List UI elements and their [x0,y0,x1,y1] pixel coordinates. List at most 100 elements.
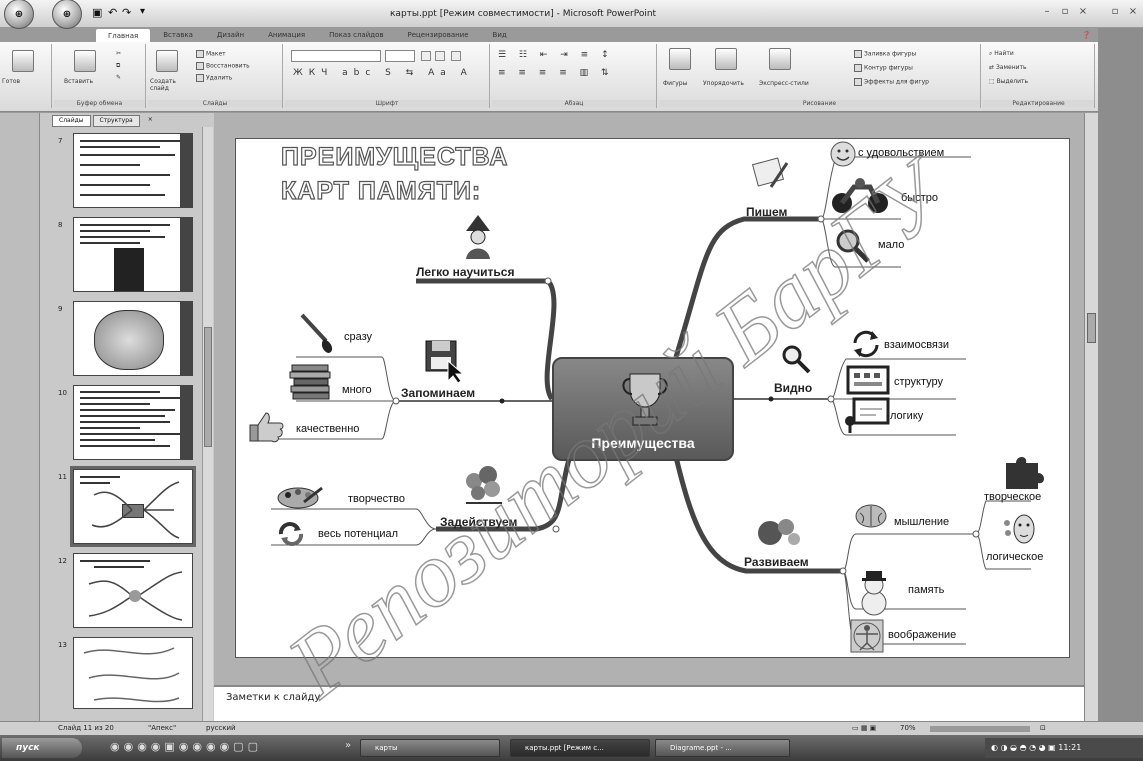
redo-icon[interactable]: ↷ [122,6,132,19]
fit-to-window-icon[interactable]: ⊡ [1040,724,1046,732]
slides-pane-scrollbar[interactable] [202,127,213,721]
slides-pane-scroll-thumb[interactable] [204,327,212,447]
shrink-font-icon[interactable] [435,51,445,61]
paste-button[interactable]: Вставить [64,78,94,85]
new-slide-button[interactable]: Создать слайд [150,78,176,92]
arrange-icon[interactable] [715,48,737,70]
replace-button[interactable]: ⇄ Заменить [989,64,1027,71]
pane-tab-outline[interactable]: Структура [92,115,140,127]
tab-design[interactable]: Дизайн [216,31,245,39]
tab-view[interactable]: Вид [492,31,507,39]
help-icon[interactable]: ❓ [1082,31,1091,39]
close-button[interactable]: × [1078,6,1088,17]
leaf-potential[interactable]: весь потенциал [318,528,399,540]
slide-thumbnail-10[interactable] [73,385,193,460]
font-size-select[interactable] [385,50,415,62]
slide-thumbnail-8[interactable] [73,217,193,292]
tab-home[interactable]: Главная [95,28,152,42]
editor-scroll-thumb[interactable] [1087,313,1096,343]
leaf-fast[interactable]: быстро [901,192,938,204]
save-icon[interactable]: ▣ [92,6,103,19]
paste-edge-icon[interactable] [12,50,34,72]
leaf-memory[interactable]: память [908,584,945,596]
shape-effects-button[interactable]: Эффекты для фигур [854,78,929,86]
quick-styles-icon[interactable] [769,48,791,70]
leaf-logical[interactable]: логическое [986,551,1044,563]
shapes-button[interactable]: Фигуры [663,80,688,87]
zoom-level[interactable]: 70% [900,724,916,732]
shapes-icon[interactable] [669,48,691,70]
leaf-logic[interactable]: логику [890,410,924,422]
font-format-icons[interactable]: ЖКЧ abc S ⇆ Aa A [293,68,473,78]
notes-placeholder[interactable]: Заметки к слайду [226,692,321,703]
slide-thumbnail-7[interactable] [73,133,193,208]
new-slide-icon[interactable] [156,50,178,72]
view-buttons[interactable]: ▭ ▦ ▣ [852,724,877,732]
minimize-button[interactable]: – [1044,6,1050,17]
leaf-much[interactable]: много [342,384,372,396]
font-name-select[interactable] [291,50,381,62]
zoom-slider[interactable] [930,726,1030,732]
copy-icon[interactable]: ⧉ [116,62,121,69]
tab-slideshow[interactable]: Показ слайдов [329,31,384,39]
slide-canvas[interactable]: ПРЕИМУЩЕСТВА КАРТ ПАМЯТИ: Преимущества Л… [235,138,1070,658]
pane-tab-slides[interactable]: Слайды [52,115,91,127]
slide-thumbnail-13[interactable] [73,637,193,709]
clear-format-icon[interactable] [451,51,461,61]
start-button[interactable]: пуск [2,738,82,758]
undo-icon[interactable]: ↶ [108,6,118,19]
tab-insert[interactable]: Вставка [163,31,193,39]
quick-access-dropdown-icon[interactable]: ▾ [140,6,146,17]
branch-engage[interactable]: Задействуем [440,515,518,529]
reset-button[interactable]: Восстановить [196,62,250,70]
notes-pane[interactable]: Заметки к слайду [214,685,1084,721]
leaf-structure[interactable]: структуру [894,376,944,388]
find-button[interactable]: ⌕ Найти [989,50,1014,57]
leaf-quality[interactable]: качественно [296,423,360,435]
office-button[interactable]: ⊕ [52,0,82,29]
shape-outline-button[interactable]: Контур фигуры [854,64,913,72]
branch-develop[interactable]: Развиваем [744,555,809,569]
quick-launch-icons[interactable]: ◉◉◉◉▣◉◉◉◉▢▢ [110,740,262,753]
leaf-little[interactable]: мало [878,239,905,251]
align-icons[interactable]: ≡ ≡ ≡ ≡ ▥ ⇅ [498,68,614,78]
taskbar-item-diagrame[interactable]: Diagrame.ppt - ... [655,739,790,757]
leaf-thinking[interactable]: мышление [894,516,950,528]
branch-see[interactable]: Видно [774,381,813,395]
slide-thumbnail-9[interactable] [73,301,193,376]
outer-maximize-button[interactable]: ▫ [1111,6,1119,17]
leaf-links[interactable]: взаимосвязи [884,339,950,351]
office-button-left[interactable]: ⊕ [4,0,34,29]
center-node[interactable]: Преимущества [552,357,734,461]
tab-animation[interactable]: Анимация [268,31,306,39]
branch-write[interactable]: Пишем [746,205,788,219]
pane-close-button[interactable]: × [147,116,153,123]
leaf-creative[interactable]: творческое [984,491,1042,503]
tray-icons[interactable]: ◐ ◑ ◒ ◓ ◔ ◕ ▣ [991,743,1059,752]
select-button[interactable]: ⬚ Выделить [989,78,1029,85]
slide-thumbnail-11[interactable] [70,466,196,547]
leaf-pleasure[interactable]: с удовольствием [858,147,945,159]
branch-remember[interactable]: Запоминаем [401,386,476,400]
grow-font-icon[interactable] [421,51,431,61]
maximize-button[interactable]: ▫ [1061,6,1069,17]
paste-icon[interactable] [74,50,96,72]
branch-learn[interactable]: Легко научиться [416,265,515,279]
cut-icon[interactable]: ✂ [116,50,122,57]
slide-thumbnail-12[interactable] [73,553,193,628]
format-painter-icon[interactable]: ✎ [116,74,122,81]
quick-styles-button[interactable]: Экспресс-стили [759,80,809,87]
delete-slide-button[interactable]: Удалить [196,74,232,82]
quick-launch-expand-icon[interactable]: » [345,740,352,751]
editor-vertical-scrollbar[interactable] [1084,113,1098,721]
leaf-imagination[interactable]: воображение [888,629,957,641]
list-icons[interactable]: ☰ ☷ ⇤ ⇥ ≡ ↕ [498,50,614,60]
leaf-at-once[interactable]: сразу [344,331,373,343]
outer-close-button[interactable]: × [1128,6,1138,17]
layout-button[interactable]: Макет [196,50,226,58]
taskbar-item-folder[interactable]: карты [360,739,500,757]
tab-review[interactable]: Рецензирование [407,31,469,39]
leaf-creativity[interactable]: творчество [348,493,405,505]
arrange-button[interactable]: Упорядочить [703,80,744,87]
shape-fill-button[interactable]: Заливка фигуры [854,50,916,58]
